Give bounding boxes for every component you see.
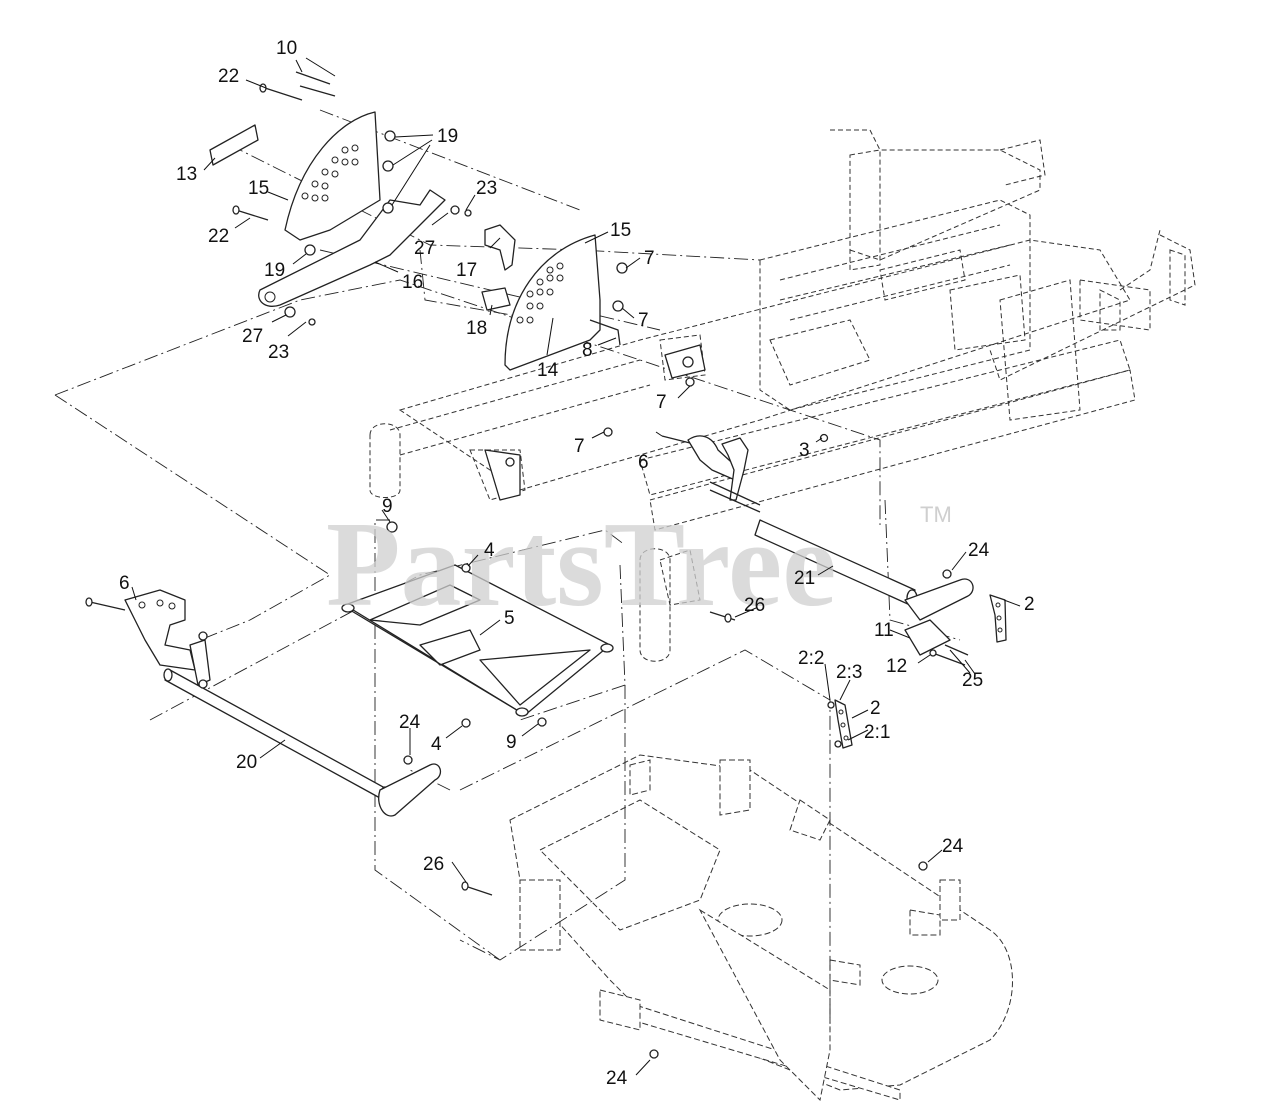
frame-pivot-brackets: [484, 344, 706, 501]
callout-11: 11: [874, 620, 894, 641]
callout-12: 12: [886, 656, 907, 677]
callout-2-3: 2:3: [836, 662, 862, 683]
callout-15-left: 15: [248, 178, 269, 199]
rear-clevis: [904, 619, 969, 666]
callout-7-b: 7: [638, 310, 649, 331]
deck-hanger-link: [827, 699, 853, 749]
tractor-frame: [369, 129, 1196, 662]
callout-14: 14: [537, 360, 559, 381]
callout-10: 10: [276, 38, 297, 59]
front-lift-rod: [163, 668, 442, 817]
left-fasteners: [232, 71, 472, 326]
callout-6-right: 6: [638, 452, 649, 473]
center-support-frame: [341, 521, 614, 728]
callout-19-top: 19: [437, 126, 458, 147]
callout-6-left: 6: [119, 573, 130, 594]
callout-24-right: 24: [968, 540, 990, 561]
callouts: 10 22 19 13 15 23 22 27 15 7 19 17 16 7 …: [119, 38, 1035, 1089]
callout-7-c: 7: [656, 392, 667, 413]
callout-2-right: 2: [1024, 594, 1035, 615]
callout-23-top: 23: [476, 178, 497, 199]
callout-2-1: 2:1: [864, 722, 890, 743]
callout-22-top: 22: [218, 66, 239, 87]
callout-15-right: 15: [610, 220, 631, 241]
left-decal: [209, 124, 259, 166]
callout-26-bottom: 26: [423, 854, 444, 875]
callout-22-bottom: 22: [208, 226, 229, 247]
right-height-plate: [504, 234, 601, 371]
callout-25: 25: [962, 670, 983, 691]
right-fasteners: [589, 262, 628, 346]
callout-21: 21: [794, 568, 815, 589]
callout-19-bottom: 19: [264, 260, 285, 281]
callout-24-deck: 24: [942, 836, 964, 857]
callout-7-a: 7: [644, 248, 655, 269]
callout-2-2: 2:2: [798, 648, 824, 669]
mower-deck: [509, 754, 1013, 1102]
callout-17: 17: [456, 260, 477, 281]
callout-3: 3: [799, 440, 810, 461]
callout-9-top: 9: [382, 496, 393, 517]
left-lift-arm: [258, 189, 446, 307]
deck-fasteners: [461, 611, 928, 1059]
callout-24-left: 24: [399, 712, 421, 733]
callout-24-bottom: 24: [606, 1068, 628, 1089]
rear-lift-tube: [754, 519, 974, 621]
callout-27-bottom: 27: [242, 326, 263, 347]
callout-16: 16: [402, 272, 423, 293]
callout-8: 8: [582, 340, 593, 361]
callout-4-top: 4: [484, 540, 495, 561]
leader-lines: [131, 57, 1021, 1076]
callout-7-d: 7: [574, 436, 585, 457]
rear-lift-arm: [661, 433, 829, 513]
callout-5: 5: [504, 608, 515, 629]
callout-26-top: 26: [744, 595, 765, 616]
callout-18: 18: [466, 318, 487, 339]
rear-lift-link: [989, 594, 1007, 643]
callout-27-top: 27: [414, 238, 435, 259]
callout-13: 13: [176, 164, 197, 185]
callout-9-bottom: 9: [506, 732, 517, 753]
left-height-plate: [284, 111, 381, 241]
right-plate-bracket: [481, 224, 516, 311]
callout-20: 20: [236, 752, 257, 773]
callout-23-bottom: 23: [268, 342, 289, 363]
trademark-mark: TM: [920, 502, 952, 527]
callout-4-bottom: 4: [431, 734, 442, 755]
front-lift-bracket: [85, 589, 211, 686]
callout-2-mid: 2: [870, 698, 881, 719]
left-plate-holes: [301, 144, 359, 202]
right-plate-holes: [516, 262, 564, 324]
